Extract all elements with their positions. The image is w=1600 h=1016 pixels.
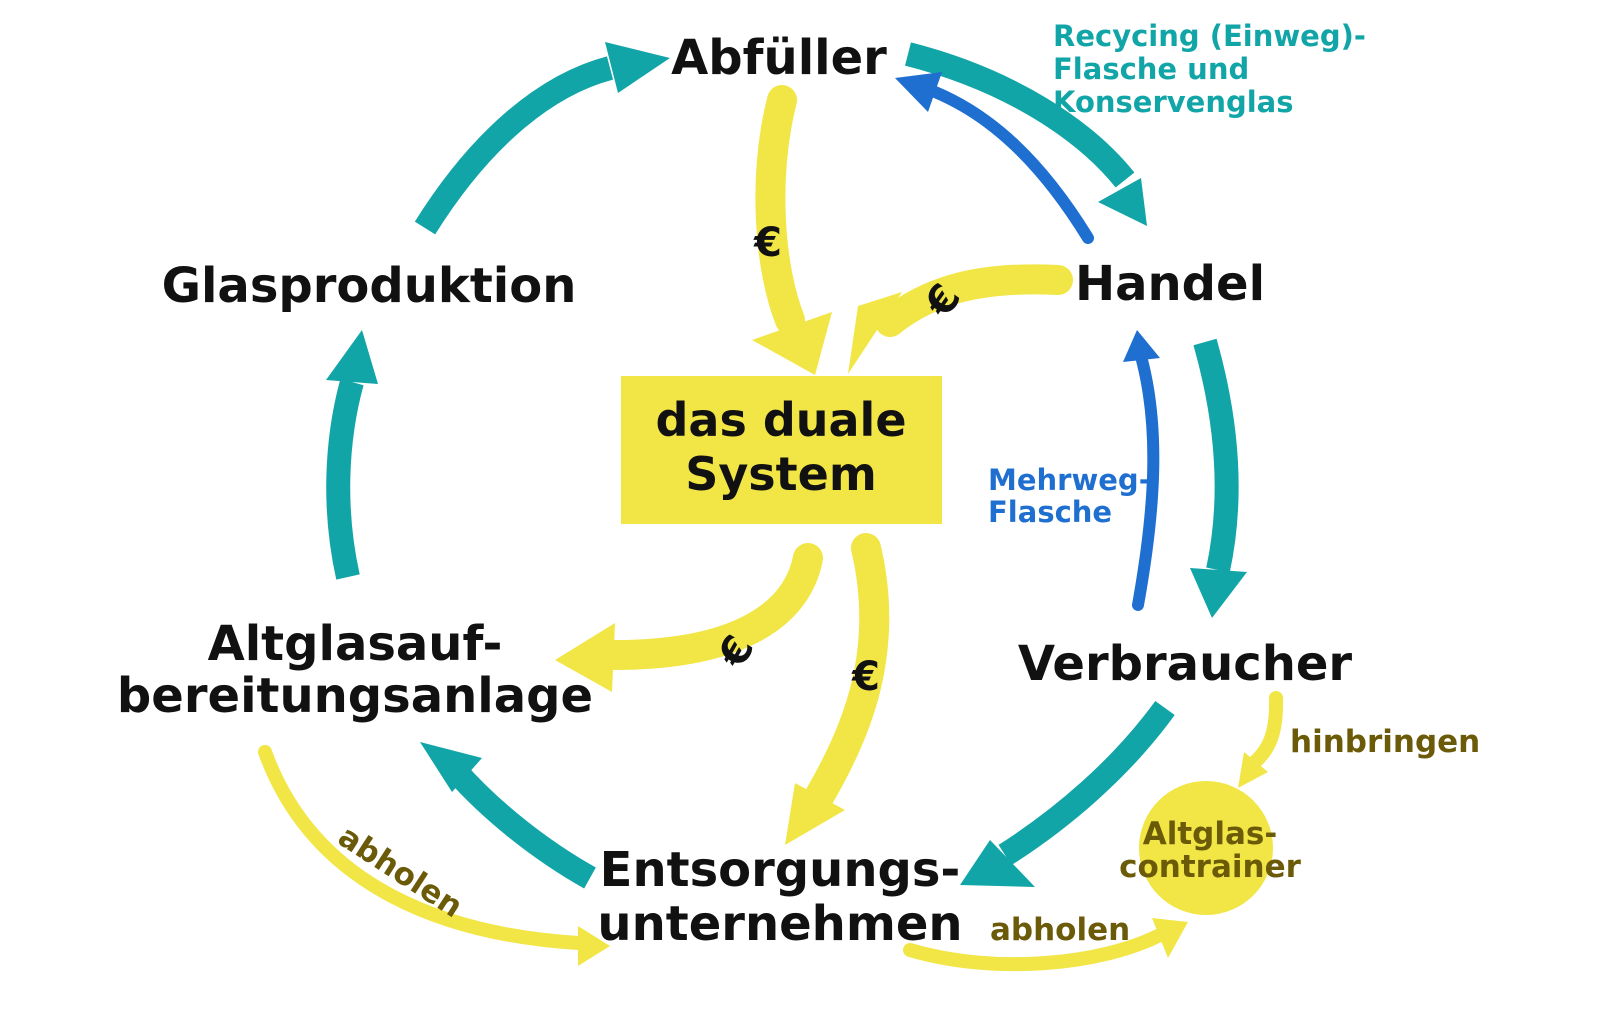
- arrow-abfueller-to-handel: [905, 42, 1135, 188]
- label-recycling-line3: Konservenglas: [1053, 85, 1294, 119]
- center-box-duales-system: [621, 376, 942, 524]
- node-altglas-line1: Altglasauf-: [208, 616, 503, 672]
- arrowhead-entsorgung-to-altglas: [420, 742, 482, 792]
- arrowhead-altglas-to-entsorgung: [578, 926, 610, 966]
- center-label-line2: System: [685, 447, 877, 501]
- node-handel: Handel: [1075, 256, 1265, 312]
- arrowhead-entsorgung-to-container: [1152, 918, 1188, 958]
- label-mehrweg-line1: Mehrweg-: [988, 463, 1151, 497]
- arrowhead-verbraucher-to-container: [1238, 752, 1268, 788]
- node-entsorgung-line2: unternehmen: [597, 896, 962, 952]
- arrowhead-altglas-to-glasproduktion: [326, 330, 378, 384]
- arrowhead-system-to-altglas: [555, 623, 615, 692]
- label-recycling-line2: Flasche und: [1053, 52, 1249, 86]
- arrow-verbraucher-to-container: [1248, 691, 1284, 769]
- node-entsorgung-line1: Entsorgungs-: [600, 842, 961, 898]
- arrowhead-system-to-entsorgung: [785, 783, 845, 845]
- node-altglas-line2: bereitungsanlage: [117, 668, 593, 724]
- euro-sign-abfueller: €: [753, 220, 782, 266]
- altglas-container-circle: [1139, 781, 1273, 915]
- arrow-handel-to-abfueller: [929, 86, 1094, 244]
- arrow-verbraucher-to-handel: [1132, 354, 1160, 611]
- arrows-yellow: [258, 85, 1284, 972]
- node-abfueller: Abfüller: [671, 30, 887, 86]
- arrowhead-handel-to-verbraucher: [1190, 568, 1247, 618]
- node-glasproduktion: Glasproduktion: [162, 258, 577, 314]
- container-label-line1: Altglas-: [1143, 816, 1278, 852]
- arrow-glasproduktion-to-abfueller: [414, 56, 614, 235]
- center-label-line1: das duale: [655, 393, 906, 447]
- arrow-altglas-to-glasproduktion: [326, 378, 364, 580]
- arrowhead-abfueller-to-system: [752, 312, 832, 375]
- label-abholen-right: abholen: [990, 912, 1130, 948]
- arrowhead-glasproduktion-to-abfueller: [605, 42, 670, 93]
- label-mehrweg-line2: Flasche: [988, 495, 1112, 529]
- label-recycling-line1: Recycing (Einweg)-: [1053, 19, 1366, 53]
- label-hinbringen: hinbringen: [1290, 724, 1480, 760]
- arrowhead-handel-to-abfueller: [895, 72, 942, 112]
- arrow-system-to-altglas: [600, 543, 823, 670]
- arrow-handel-to-system: [875, 264, 1073, 337]
- arrows-blue: [895, 72, 1160, 611]
- arrow-system-to-entsorgung: [805, 533, 890, 810]
- arrows-teal: [326, 42, 1247, 889]
- arrow-verbraucher-to-entsorgung: [998, 700, 1175, 866]
- arrow-abfueller-to-system: [755, 85, 805, 335]
- arrow-entsorgung-to-altglas: [445, 762, 596, 889]
- arrowhead-verbraucher-to-handel: [1123, 330, 1160, 362]
- arrow-altglas-to-entsorgung: [258, 745, 585, 950]
- container-label-line2: contrainer: [1119, 849, 1301, 885]
- euro-sign-entsorgung: €: [851, 654, 880, 700]
- arrowhead-verbraucher-to-entsorgung: [960, 840, 1035, 887]
- node-verbraucher: Verbraucher: [1018, 636, 1353, 692]
- arrowhead-handel-to-system: [848, 292, 902, 374]
- arrow-entsorgung-to-container: [903, 928, 1167, 972]
- arrowhead-abfueller-to-handel: [1098, 178, 1147, 226]
- arrow-handel-to-verbraucher: [1193, 338, 1239, 573]
